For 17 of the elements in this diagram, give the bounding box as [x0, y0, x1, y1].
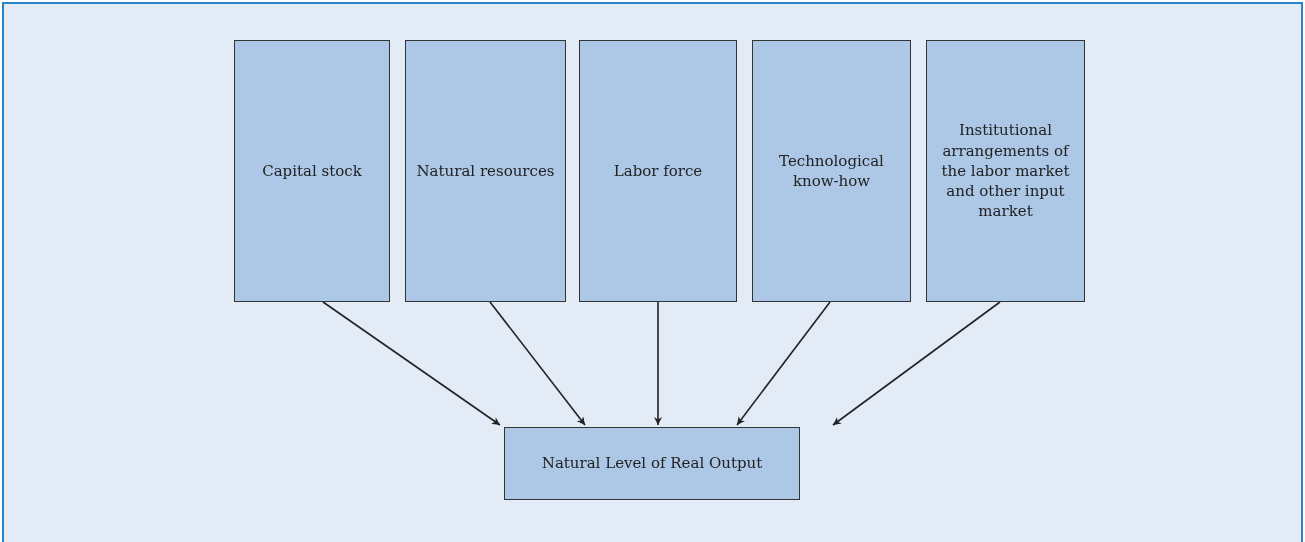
box-label: Technological know-how: [778, 150, 885, 192]
arrow: [832, 301, 1001, 426]
factor-box: [752, 40, 911, 302]
factor-box: [405, 40, 566, 302]
box-label: Capital stock: [262, 160, 362, 182]
factor-box: [234, 40, 390, 302]
box-label: Natural resources: [416, 160, 555, 182]
output-box: [504, 427, 800, 500]
arrow: [322, 301, 501, 426]
box-label: Labor force: [613, 160, 703, 182]
arrow: [654, 301, 662, 426]
box-label: Natural Level of Real Output: [541, 453, 763, 474]
box-label: Institutional arrangements of the labor market and other input market: [940, 120, 1071, 222]
arrow: [736, 301, 831, 426]
factor-box: [926, 40, 1085, 302]
factor-box: [579, 40, 737, 302]
arrow: [489, 301, 586, 426]
